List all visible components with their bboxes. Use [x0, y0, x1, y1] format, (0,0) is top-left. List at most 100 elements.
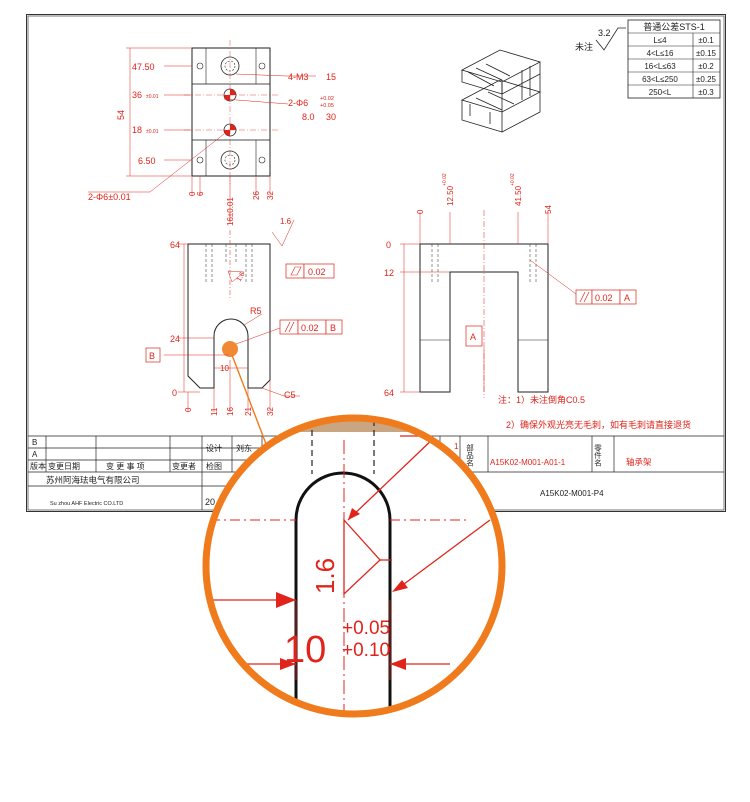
svg-text:47.50: 47.50 — [132, 62, 155, 72]
svg-text:6.50: 6.50 — [138, 156, 156, 166]
svg-text:1.6: 1.6 — [280, 217, 292, 226]
parallelism-frame-b: 0.02 B — [279, 319, 343, 335]
svg-text:变更者: 变更者 — [172, 461, 196, 471]
svg-text:54: 54 — [116, 110, 126, 120]
front-view — [187, 243, 271, 389]
svg-text:0.02: 0.02 — [301, 323, 319, 333]
svg-text:11: 11 — [210, 407, 219, 416]
zoom-tol-lower: +0.10 — [342, 640, 390, 661]
svg-text:32: 32 — [266, 407, 275, 416]
svg-text:26: 26 — [252, 191, 261, 200]
svg-text:64: 64 — [384, 388, 394, 398]
svg-text:A: A — [32, 450, 38, 459]
svg-text:32: 32 — [266, 191, 275, 200]
tol-range-3: 16<L≤63 — [644, 62, 676, 71]
svg-text:±0.01: ±0.01 — [146, 129, 159, 135]
drawing-number: A15K02-M001-P4 — [540, 489, 604, 498]
top-view — [184, 40, 278, 184]
svg-text:15: 15 — [326, 72, 336, 82]
tol-value-2: ±0.15 — [696, 49, 717, 58]
svg-text:刘东: 刘东 — [236, 443, 252, 453]
svg-text:B: B — [330, 323, 336, 333]
svg-text:8.0: 8.0 — [302, 112, 315, 122]
isometric-view — [460, 49, 542, 133]
svg-text:+0.05: +0.05 — [320, 103, 334, 109]
svg-text:0.02: 0.02 — [308, 267, 326, 277]
zoom-focus-marker — [222, 341, 238, 357]
svg-text:36: 36 — [132, 90, 142, 100]
svg-text:检图: 检图 — [206, 461, 222, 471]
svg-text:0: 0 — [184, 407, 193, 412]
svg-text:变更日期: 变更日期 — [48, 461, 80, 471]
svg-text:变 更 事 项: 变 更 事 项 — [106, 461, 145, 471]
svg-text:±0.01: ±0.01 — [146, 94, 159, 100]
hole-note: 2-Φ6 — [288, 98, 308, 108]
svg-text:+0.02: +0.02 — [442, 173, 448, 186]
zoom-tol-upper: +0.05 — [342, 618, 390, 639]
front-view-dim-text: 64 24 0 R5 C5 1.6 1.6 0 11 16 21 32 10 — [170, 217, 296, 416]
svg-text:30: 30 — [326, 112, 336, 122]
side-view — [419, 243, 549, 393]
svg-text:64: 64 — [170, 240, 180, 250]
tol-value-3: ±0.2 — [698, 62, 714, 71]
svg-text:+0.02: +0.02 — [510, 173, 516, 186]
svg-text:0: 0 — [416, 209, 425, 214]
svg-text:A: A — [624, 293, 630, 303]
svg-text:10: 10 — [220, 364, 229, 373]
part-number: A15K02-M001-A01-1 — [490, 458, 566, 467]
svg-text:0: 0 — [188, 191, 197, 196]
title-block-text: B A 版本 变更日期 变 更 事 项 变更者 检图 设计 刘东 苏州阿海珐电气… — [30, 438, 652, 507]
svg-text:A: A — [470, 332, 476, 342]
svg-text:3.2: 3.2 — [598, 28, 611, 38]
part-name: 轴承架 — [626, 457, 652, 467]
parallelism-frame-a: 0.02 A — [575, 289, 637, 305]
roughness-note: 未注 — [575, 41, 593, 52]
svg-text:16±0.01: 16±0.01 — [226, 197, 235, 226]
svg-text:20: 20 — [205, 497, 215, 507]
tolerance-table: 普通公差STS-1 L≤4 ±0.1 4<L≤16 ±0.15 16<L≤63 … — [627, 19, 721, 99]
datum-a: A — [465, 325, 483, 347]
svg-text:18: 18 — [132, 125, 142, 135]
svg-text:+0.02: +0.02 — [320, 96, 334, 102]
svg-text:12: 12 — [384, 268, 394, 278]
svg-text:24: 24 — [170, 334, 180, 344]
svg-text:54: 54 — [544, 205, 553, 214]
top-view-dimensions — [88, 47, 316, 224]
svg-text:0: 0 — [172, 388, 177, 398]
svg-text:12.50: 12.50 — [446, 185, 455, 206]
radius-note: R5 — [250, 306, 262, 316]
zoom-slot-width: 10 — [284, 629, 326, 671]
company-name-en: Su zhou AHF Electric CO.LTD — [50, 501, 123, 507]
svg-text:16: 16 — [226, 407, 235, 416]
roughness-symbol-general: 3.2 未注 — [575, 27, 626, 52]
top-view-dim-text: 47.50 36 ±0.01 18 ±0.01 6.50 54 0 6 26 3… — [88, 62, 336, 226]
svg-text:0: 0 — [386, 240, 391, 250]
pin-note: 2-Φ6±0.01 — [88, 192, 131, 202]
svg-text:0.02: 0.02 — [595, 293, 613, 303]
flatness-frame: 0.02 — [285, 263, 335, 279]
tol-range-4: 63<L≤250 — [642, 75, 678, 84]
front-view-dimensions — [164, 219, 300, 412]
tol-value-1: ±0.1 — [698, 36, 714, 45]
svg-text:1.6: 1.6 — [236, 271, 247, 283]
svg-text:21: 21 — [244, 407, 253, 416]
note-1: 注：1）未注倒角C0.5 — [498, 394, 585, 405]
thread-note: 4-M3 — [288, 72, 309, 82]
svg-text:B: B — [32, 438, 37, 447]
svg-text:41.50: 41.50 — [514, 185, 523, 206]
svg-text:1: 1 — [454, 442, 459, 451]
svg-text:版本: 版本 — [30, 461, 46, 471]
tol-value-5: ±0.3 — [698, 88, 714, 97]
tol-range-1: L≤4 — [653, 36, 667, 45]
chamfer-note: C5 — [284, 390, 296, 400]
tol-range-2: 4<L≤16 — [647, 49, 674, 58]
tol-value-4: ±0.25 — [696, 75, 717, 84]
datum-b: B — [145, 347, 161, 363]
zoom-magnifier: 1.6 10 +0.05 +0.10 — [206, 418, 502, 714]
svg-text:部品名: 部品名 — [465, 443, 474, 468]
svg-text:零件名: 零件名 — [593, 444, 602, 468]
note-2: 2）确保外观光亮无毛刺，如有毛刺请直接退货 — [506, 419, 691, 430]
company-name: 苏州阿海珐电气有限公司 — [46, 475, 140, 485]
zoom-ring — [202, 414, 506, 718]
